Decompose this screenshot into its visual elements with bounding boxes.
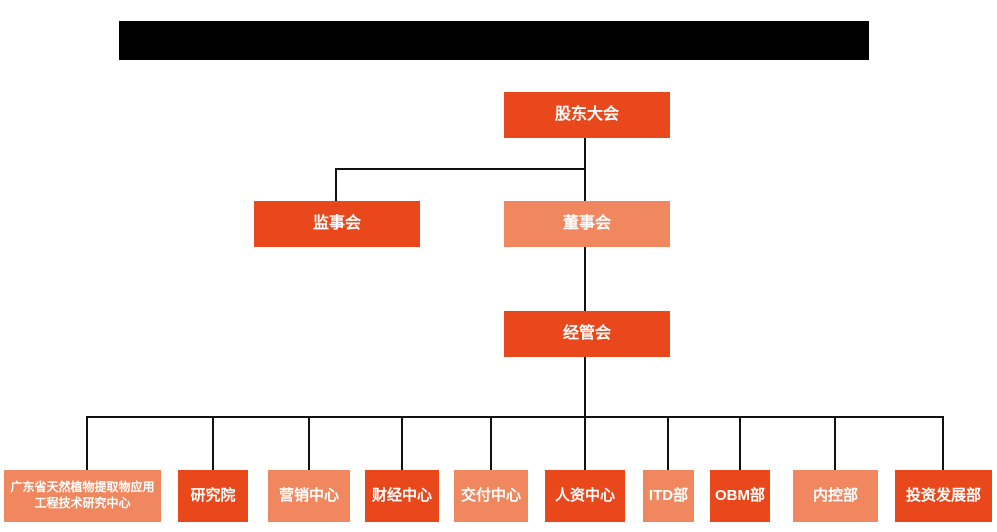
- org-node-marketing-center: 营销中心: [268, 470, 350, 522]
- connector-drop-finance-center: [401, 416, 403, 470]
- redacted-title-bar: [119, 21, 869, 60]
- org-node-obm-department: OBM部: [710, 470, 770, 522]
- connector-branch-horizontal: [335, 168, 586, 170]
- org-node-research-institute: 研究院: [178, 470, 248, 522]
- org-node-guangdong-research-center: 广东省天然植物提取物应用工程技术研究中心: [4, 470, 161, 522]
- connector-drop-supervisory: [335, 168, 337, 201]
- org-node-supervisory-board: 监事会: [254, 201, 420, 247]
- org-node-hr-center: 人资中心: [545, 470, 625, 522]
- connector-drop-research-center: [86, 416, 88, 470]
- connector-drop-research-institute: [212, 416, 214, 470]
- connector-board-to-management: [584, 247, 586, 311]
- org-node-itd-department: ITD部: [643, 470, 694, 522]
- org-node-delivery-center: 交付中心: [454, 470, 528, 522]
- connector-drop-investment-development: [942, 416, 944, 470]
- org-node-internal-control-department: 内控部: [793, 470, 878, 522]
- connector-drop-hr-center: [584, 416, 586, 470]
- connector-drop-delivery-center: [490, 416, 492, 470]
- connector-departments-horizontal: [86, 416, 944, 418]
- connector-management-to-departments: [584, 357, 586, 417]
- connector-drop-internal-control: [834, 416, 836, 470]
- connector-drop-itd-department: [667, 416, 669, 470]
- org-node-finance-center: 财经中心: [365, 470, 439, 522]
- org-node-shareholders-meeting: 股东大会: [504, 92, 670, 138]
- connector-drop-marketing-center: [308, 416, 310, 470]
- org-node-investment-development-department: 投资发展部: [895, 470, 992, 522]
- connector-drop-obm-department: [739, 416, 741, 470]
- org-node-management-committee: 经管会: [504, 311, 670, 357]
- org-node-board-of-directors: 董事会: [504, 201, 670, 247]
